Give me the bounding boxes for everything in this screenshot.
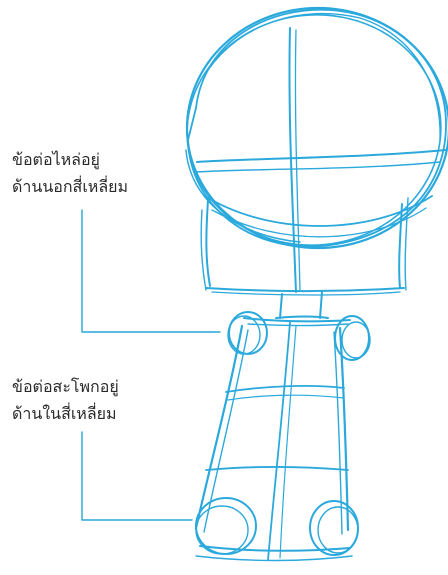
- hip-leader-line: [81, 431, 193, 521]
- hip-joint-circles: [195, 497, 359, 556]
- neck-sketch: [275, 291, 329, 319]
- head-sketch: [185, 6, 448, 296]
- hip-joint-label: ข้อต่อสะโพกอยู่ ด้านในสี่เหลี่ยม: [12, 373, 119, 427]
- hip-label-line-1: ข้อต่อสะโพกอยู่: [12, 377, 119, 396]
- shoulder-label-line-2: ด้านนอกสี่เหลี่ยม: [12, 177, 129, 196]
- torso-sketch: [194, 317, 353, 562]
- hip-label-line-2: ด้านในสี่เหลี่ยม: [12, 404, 117, 423]
- shoulder-leader-line: [81, 209, 221, 333]
- shoulder-joint-circles: [227, 311, 371, 361]
- shoulder-label-line-1: ข้อต่อไหล่อยู่: [12, 150, 100, 169]
- shoulder-joint-label: ข้อต่อไหล่อยู่ ด้านนอกสี่เหลี่ยม: [12, 146, 128, 200]
